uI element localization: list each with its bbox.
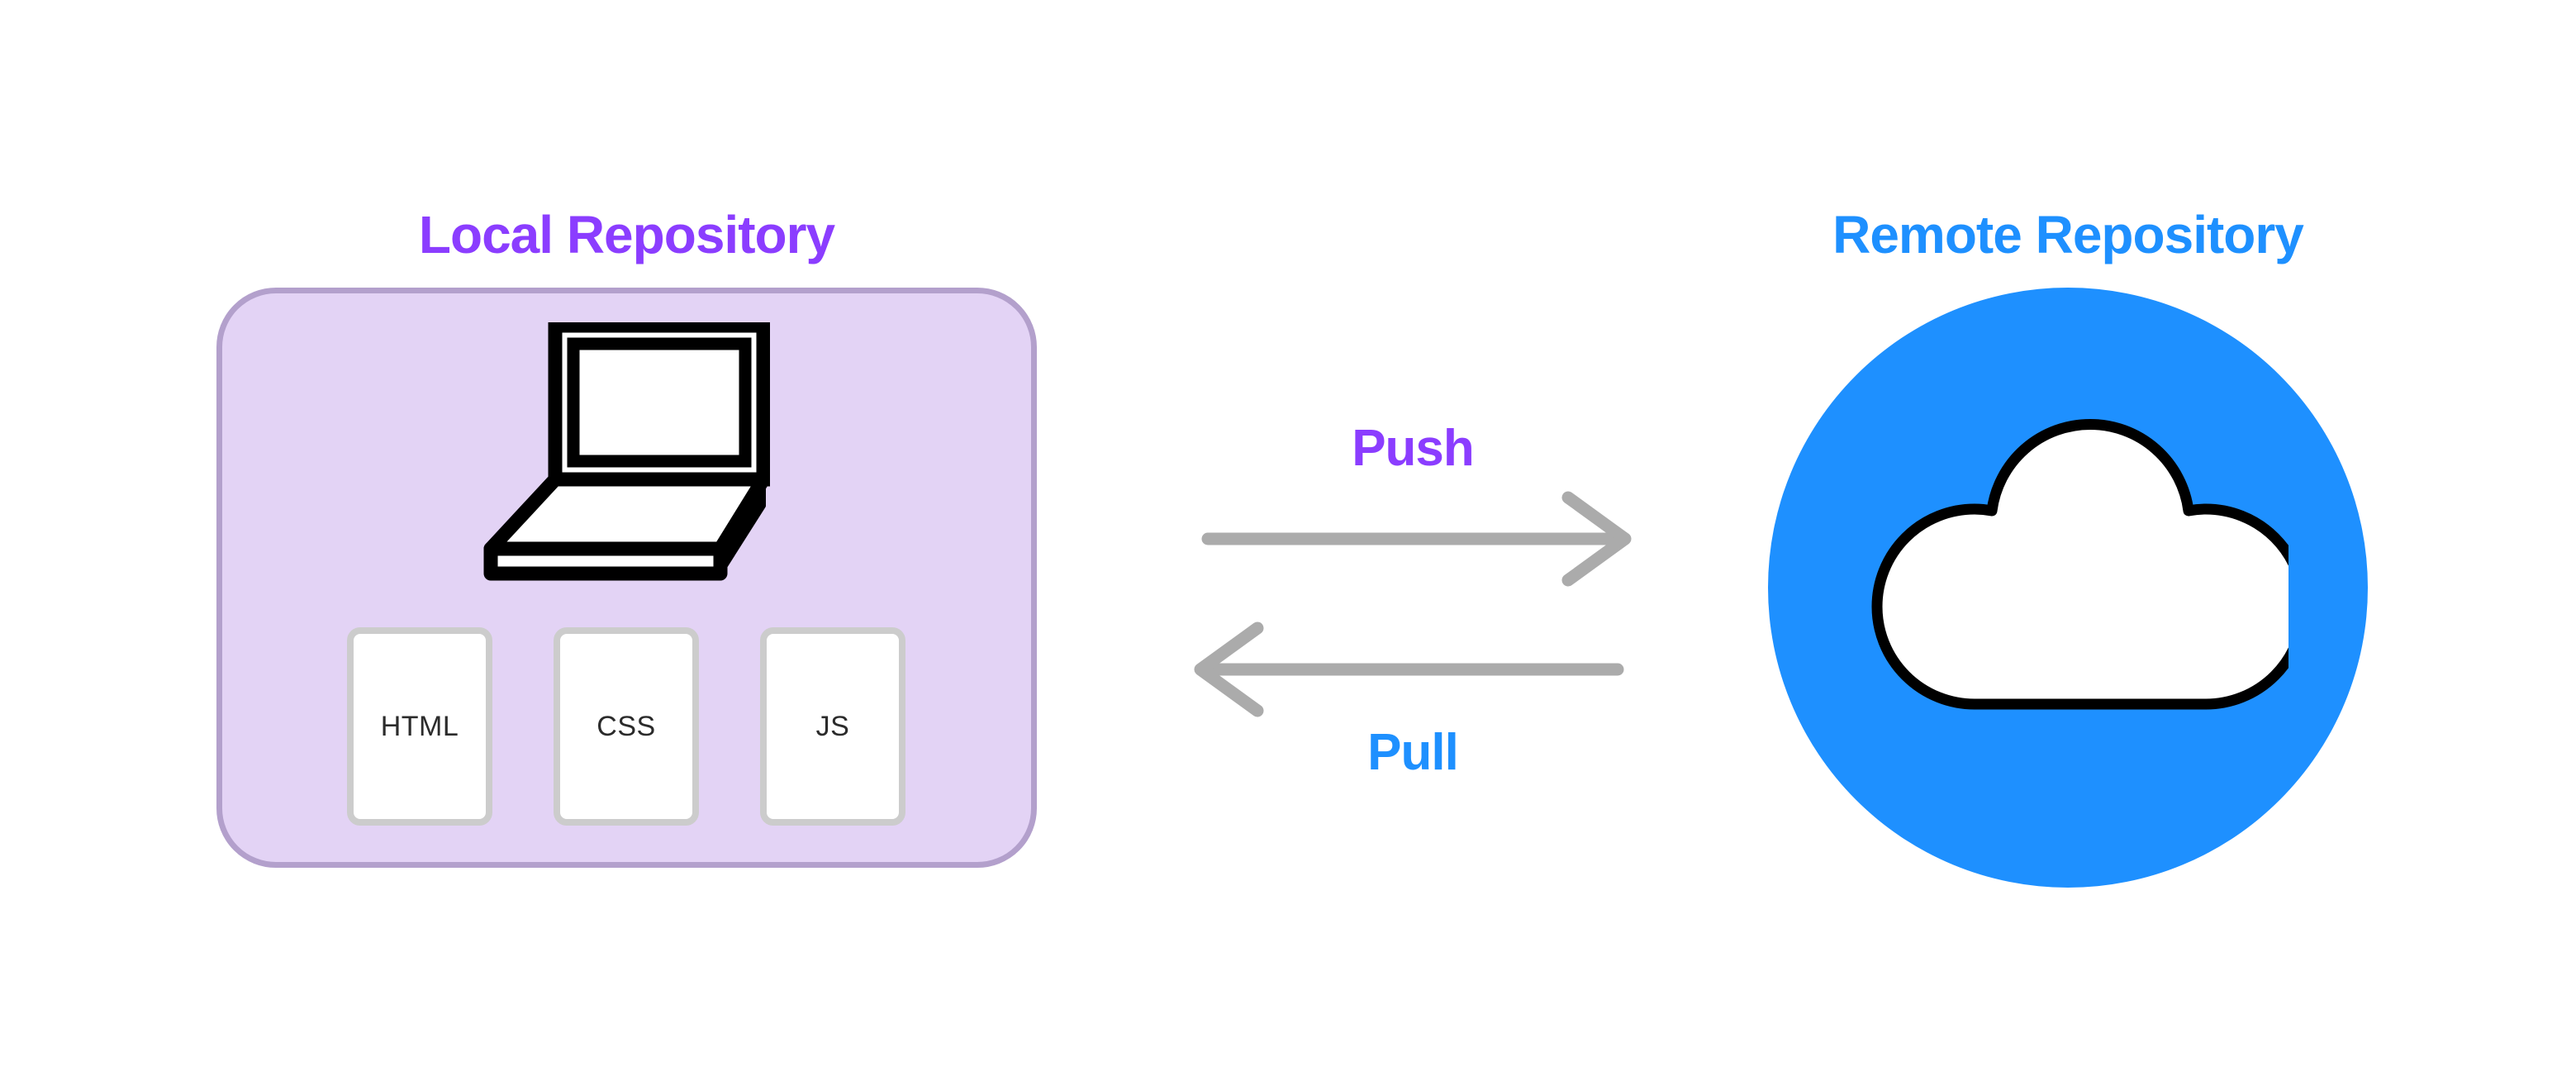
file-card-css[interactable]: CSS (554, 627, 699, 826)
file-card-list: HTML CSS JS (347, 627, 905, 826)
file-card-label: CSS (596, 710, 656, 742)
file-card-js[interactable]: JS (760, 627, 905, 826)
file-card-label: JS (815, 710, 850, 742)
file-card-label: HTML (380, 710, 459, 742)
remote-repository-title: Remote Repository (1832, 205, 2304, 264)
laptop-icon (473, 318, 771, 585)
arrow-right-icon (1201, 491, 1632, 587)
sync-arrows-group: Push Pull (1181, 413, 1644, 779)
local-repository-panel: HTML CSS JS (216, 288, 1037, 868)
cloud-icon (1851, 413, 2309, 714)
push-label: Push (1352, 420, 1475, 477)
pull-label: Pull (1367, 724, 1459, 781)
local-repository-title: Local Repository (418, 205, 835, 264)
file-card-html[interactable]: HTML (347, 627, 492, 826)
arrow-left-icon (1194, 621, 1624, 717)
